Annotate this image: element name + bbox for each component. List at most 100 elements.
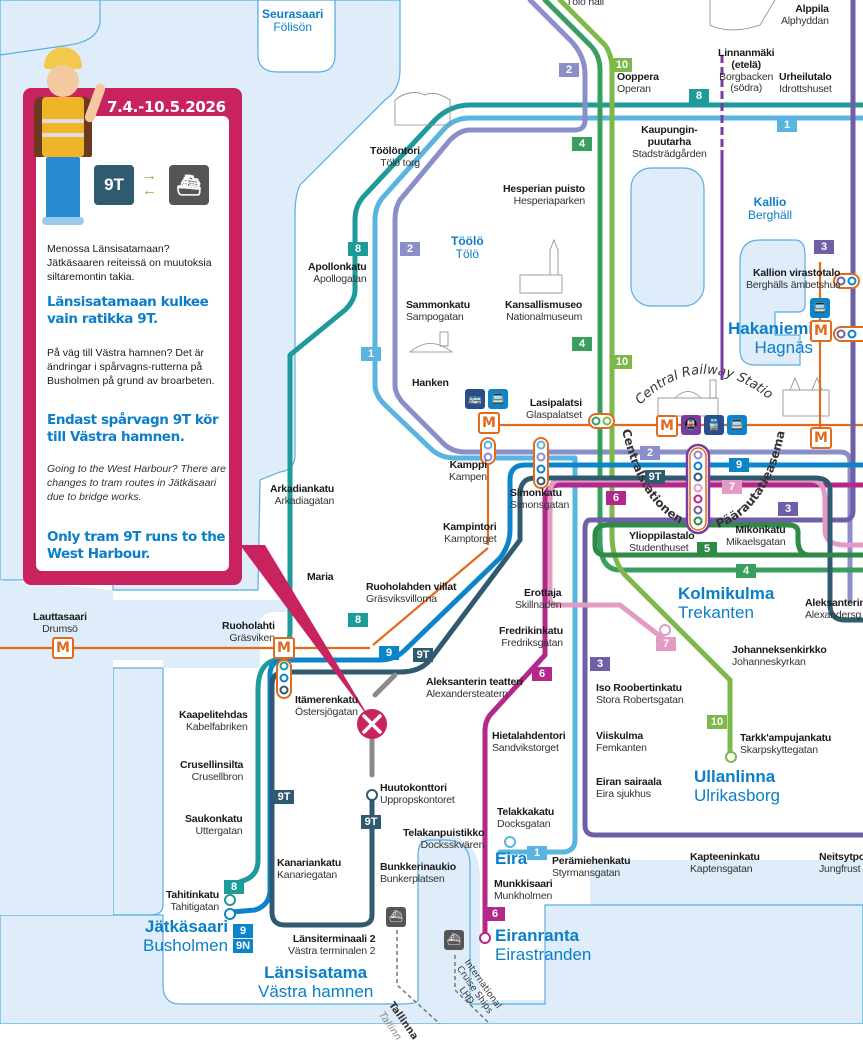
notice-en-highlight: Only tram 9T runs to the West Harbour.: [47, 529, 226, 562]
route-badge-10: 10: [707, 715, 727, 729]
worker-shoes: [42, 217, 84, 225]
line-1: [372, 115, 863, 855]
toolonlahti-pond: [630, 167, 705, 307]
route-badge-6: 6: [485, 907, 505, 921]
notice-fi-text: Menossa Länsisatamaan? Jätkäsaaren reite…: [47, 243, 212, 283]
route-badge-8: 8: [224, 880, 244, 894]
metro-icon-rautatientori: M: [656, 415, 678, 437]
route-badge-4: 4: [736, 564, 756, 578]
water-jatka-top: [163, 600, 290, 668]
ferry-icon: ⛴: [386, 907, 406, 927]
bus-icon: 🚍: [727, 415, 747, 435]
line-9T: [269, 475, 863, 928]
ferry-icon: ⛴: [169, 165, 209, 205]
route-badge-10: 10: [612, 355, 632, 369]
metro-icon-kaisaniemi: M: [810, 427, 832, 449]
route-badge-9T: 9T: [645, 470, 665, 484]
water-left-channel: [113, 600, 163, 660]
metro-icon-lauttasaari: M: [52, 637, 74, 659]
route-badge-3: 3: [814, 240, 834, 254]
route-badge-2: 2: [559, 63, 579, 77]
notice-en-text: Going to the West Harbour? There are cha…: [47, 463, 226, 503]
interchange-lasipalatsi: [588, 413, 615, 429]
bus-terminal-icon: 🚌: [465, 389, 485, 409]
route-badge-9T: 9T: [361, 815, 381, 829]
transfer-arrows-icon: →←: [142, 167, 157, 199]
route-badge-6: 6: [606, 491, 626, 505]
interchange-ruoholahti: [276, 659, 292, 699]
stop-hanken: Hanken: [412, 377, 449, 389]
x-closed-icon: [357, 709, 387, 739]
route-badge-3: 3: [778, 502, 798, 516]
notice-date-range: 7.4.-10.5.2026: [107, 98, 226, 116]
tram-9T-icon: 9T: [94, 165, 134, 205]
route-badge-10: 10: [612, 58, 632, 72]
landmark-finlandia-icon: [394, 92, 451, 126]
route-badge-9: 9: [729, 458, 749, 472]
route-badge-1: 1: [361, 347, 381, 361]
interchange-kallion-virastotalo: [833, 273, 860, 289]
line-3: [582, 0, 863, 838]
metro-icon-kamppi: M: [478, 412, 500, 434]
landmark-ice-hall-icon: [408, 331, 454, 353]
worker-jeans: [46, 157, 80, 219]
notice-sv-text: På väg till Västra hamnen? Det är ändrin…: [47, 347, 215, 387]
route-badge-4: 4: [572, 337, 592, 351]
metro-train-icon: 🚇: [681, 415, 701, 435]
notice-fi-highlight: Länsisatamaan kulkee vain ratikka 9T.: [47, 294, 209, 327]
worker-head: [47, 65, 79, 97]
line-2: [392, 0, 853, 603]
hard-hat-icon: [44, 47, 82, 69]
interchange-simonkatu: [533, 437, 549, 489]
landmark-hakaniemi-hall-icon: [782, 376, 830, 417]
route-badge-8: 8: [348, 613, 368, 627]
landmark-national-museum-icon: [519, 238, 563, 294]
callout-pointer: [240, 545, 372, 722]
stop-maria: Maria: [307, 571, 334, 583]
water-lauttasaari: [0, 580, 113, 640]
line-4: [542, 0, 863, 573]
ferry-route-tallinna: [396, 930, 441, 1024]
construction-worker-illustration: [32, 45, 107, 235]
ferry-icon: ⛴: [444, 930, 464, 950]
line-8: [229, 102, 863, 888]
stop-linnanmaki: Linnanmäki (etelä)Borgbacken (södra): [718, 47, 775, 95]
route-badge-2: 2: [640, 446, 660, 460]
